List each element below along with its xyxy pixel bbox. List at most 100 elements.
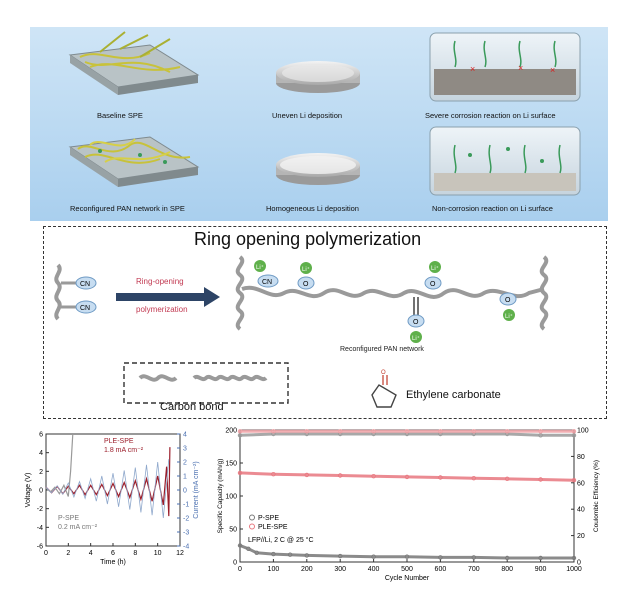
svg-text:O: O <box>303 281 309 288</box>
li-ion-bubbles: Li⁺ Li⁺ Li⁺ Li⁺ Li⁺ <box>254 260 515 343</box>
x-tick-label: 200 <box>301 566 313 573</box>
series-band <box>238 544 576 560</box>
uneven-li-disc <box>276 61 360 93</box>
svg-text:CN: CN <box>262 279 272 286</box>
y2-axis-label: Current (mA cm⁻²) <box>193 461 200 518</box>
y2-tick-label: -4 <box>183 544 189 551</box>
y2-tick-label: 0 <box>577 560 581 567</box>
y2-tick-label: -1 <box>183 502 189 509</box>
series-band <box>238 432 576 437</box>
data-point <box>237 470 243 476</box>
baseline-spe-label: Baseline SPE <box>97 111 143 120</box>
x-axis-label: Cycle Number <box>385 575 430 582</box>
series-line <box>45 433 74 497</box>
baseline-spe-membrane <box>68 31 200 95</box>
y2-axis-label: Coulombic Efficiency (%) <box>593 460 600 532</box>
data-point <box>237 543 243 548</box>
data-point <box>538 429 543 434</box>
y-tick-label: -2 <box>37 506 43 513</box>
svg-text:×: × <box>518 63 523 73</box>
y2-tick-label: -3 <box>183 530 189 537</box>
severe-corrosion-label: Severe corrosion reaction on Li surface <box>425 111 556 120</box>
y-tick-label: 200 <box>225 428 237 435</box>
y-axis-label: Voltage (V) <box>25 473 32 508</box>
x-tick-label: 0 <box>44 550 48 557</box>
data-point <box>371 554 376 559</box>
y-tick-label: 0 <box>39 488 43 495</box>
data-point <box>538 477 543 482</box>
data-point <box>337 553 343 559</box>
x-tick-label: 800 <box>501 566 513 573</box>
svg-text:O: O <box>505 297 511 304</box>
data-point <box>471 429 476 434</box>
data-point <box>371 474 376 479</box>
reconfigured-pan-membrane <box>68 136 200 187</box>
svg-text:O: O <box>413 319 419 326</box>
svg-text:Li⁺: Li⁺ <box>431 265 439 272</box>
x-axis-label: Time (h) <box>100 559 126 566</box>
reconfigured-pan-label: Reconfigured PAN network in SPE <box>70 204 185 213</box>
test-condition-label: LFP//Li, 2 C @ 25 °C <box>248 536 314 544</box>
svg-text:O: O <box>381 370 386 376</box>
y2-tick-label: 0 <box>183 488 187 495</box>
y2-tick-label: 100 <box>577 428 589 435</box>
scheme-title: Ring opening polymerization <box>194 229 422 249</box>
data-point <box>438 555 443 560</box>
ple-spe-annotation: PLE-SPE <box>104 438 134 445</box>
data-point <box>271 429 276 434</box>
data-point <box>471 555 476 560</box>
y2-tick-label: 60 <box>577 480 585 487</box>
y2-tick-label: 4 <box>183 432 187 439</box>
x-tick-label: 10 <box>154 550 162 557</box>
non-corrosion-label: Non-corrosion reaction on Li surface <box>432 204 553 213</box>
homogeneous-li-label: Homogeneous Li deposition <box>266 204 359 213</box>
data-point <box>254 550 259 555</box>
scheme-diagram: CN CN CN O O O O Li⁺ Li⁺ Li⁺ Li⁺ Li⁺ <box>54 255 549 408</box>
series-line <box>45 459 170 519</box>
data-point <box>538 555 543 561</box>
svg-text:Li⁺: Li⁺ <box>302 266 310 273</box>
x-tick-label: 500 <box>401 566 413 573</box>
data-point <box>505 429 510 434</box>
x-tick-label: 600 <box>435 566 447 573</box>
data-point <box>404 429 410 434</box>
data-point <box>304 472 309 478</box>
legend-marker <box>249 514 255 521</box>
y-tick-label: 4 <box>39 450 43 457</box>
svg-text:×: × <box>470 64 475 74</box>
p-spe-annotation: P-SPE <box>58 515 79 522</box>
data-point <box>337 429 343 434</box>
network-label: Reconfigured PAN network <box>340 346 424 353</box>
data-point <box>271 472 276 477</box>
data-point <box>237 429 243 434</box>
legend-label: PLE-SPE <box>258 524 288 531</box>
y-axis-label: Specific Capacity (mAh/g) <box>217 459 224 534</box>
schematic-top-panel: × × × Baseline SPE Uneven Li deposition … <box>30 27 608 221</box>
data-point <box>371 429 376 434</box>
data-point <box>337 473 343 478</box>
y-tick-label: -4 <box>37 525 43 532</box>
svg-text:O: O <box>430 281 436 288</box>
data-point <box>271 551 276 557</box>
severe-corrosion-cell: × × × <box>429 32 581 102</box>
data-point <box>304 429 309 434</box>
reaction-arrow <box>116 287 220 307</box>
x-tick-label: 2 <box>66 550 70 557</box>
data-point <box>571 478 577 483</box>
x-tick-label: 6 <box>111 550 115 557</box>
series-line <box>45 447 171 517</box>
data-point <box>438 475 443 480</box>
y-tick-label: 100 <box>225 494 237 501</box>
y2-tick-label: 1 <box>183 474 187 481</box>
x-tick-label: 100 <box>268 566 280 573</box>
cn-label-2: CN <box>80 305 90 312</box>
ethylene-carbonate-structure: O <box>371 370 397 408</box>
x-tick-label: 400 <box>368 566 380 573</box>
p-current-annotation: 0.2 mA cm⁻² <box>58 524 98 531</box>
x-tick-label: 700 <box>468 566 480 573</box>
y2-tick-label: 80 <box>577 454 585 461</box>
x-tick-label: 4 <box>89 550 93 557</box>
data-point <box>404 474 410 480</box>
